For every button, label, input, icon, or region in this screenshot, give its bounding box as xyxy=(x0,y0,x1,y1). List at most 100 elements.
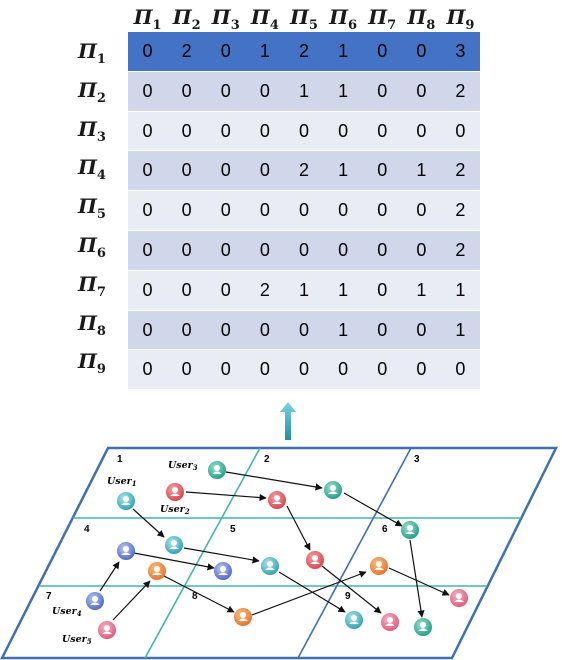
user-avatar-icon xyxy=(401,521,419,539)
matrix-cell: 0 xyxy=(455,120,466,141)
matrix-cell: 1 xyxy=(455,319,466,340)
matrix-cell: 0 xyxy=(416,359,427,380)
matrix-cell: 0 xyxy=(259,80,270,101)
matrix-cell: 0 xyxy=(298,239,309,260)
user-avatar-icon xyxy=(306,551,324,569)
user-avatar-icon xyxy=(381,613,399,631)
user-avatar-icon xyxy=(345,611,363,629)
matrix-cell: 0 xyxy=(181,80,192,101)
matrix-cell: 1 xyxy=(338,41,349,61)
matrix-cell: 0 xyxy=(142,279,153,300)
up-arrow-icon xyxy=(280,402,296,440)
user-avatar-icon xyxy=(208,461,226,479)
column-header: Π8 xyxy=(407,5,436,33)
row-header: Π6 xyxy=(78,233,106,261)
matrix-cell: 0 xyxy=(142,120,153,141)
matrix-cell: 2 xyxy=(181,41,192,61)
row-header: Π9 xyxy=(78,349,106,378)
matrix-cell: 0 xyxy=(338,239,349,260)
matrix-cell: 0 xyxy=(142,200,153,221)
column-header: Π1 xyxy=(133,5,162,33)
user-avatar-icon xyxy=(148,562,166,580)
matrix-cell: 0 xyxy=(181,279,192,300)
matrix-cell: 2 xyxy=(455,80,466,101)
row-header: Π3 xyxy=(78,116,106,145)
user-avatar-icon xyxy=(234,608,252,626)
matrix-cell: 0 xyxy=(259,319,270,340)
matrix-cell: 0 xyxy=(142,239,153,260)
user-avatar-icon xyxy=(117,492,135,510)
matrix-cell: 2 xyxy=(259,279,270,300)
matrix-cell: 0 xyxy=(416,120,427,141)
zone-number: 8 xyxy=(192,591,198,602)
user-avatar-icon xyxy=(165,536,183,554)
user-avatar-icon xyxy=(324,481,342,499)
user-avatar-icon xyxy=(98,621,116,639)
matrix-cell: 0 xyxy=(220,120,231,141)
matrix-cell: 0 xyxy=(220,200,231,221)
zone-number: 1 xyxy=(117,454,123,465)
matrix-cell: 0 xyxy=(220,41,231,61)
matrix-cell: 0 xyxy=(298,319,309,340)
map-frame xyxy=(0,446,559,660)
zone-number: 7 xyxy=(46,591,52,602)
user-avatar-icon xyxy=(261,557,279,575)
matrix-table: 0 2 0 1 2 1 0 0 3 0 0 0 0 1 1 0 0 2 0 0 0 0 0 0 0 0 0 0 0 0 0 2 1 0 1 2 0 0 0 0… xyxy=(128,32,480,391)
matrix-cell: 3 xyxy=(455,41,466,61)
matrix-cell: 0 xyxy=(298,200,309,221)
matrix-cell: 0 xyxy=(181,200,192,221)
matrix-cell: 0 xyxy=(298,120,309,141)
matrix-cell: 0 xyxy=(377,279,388,300)
matrix-cell: 1 xyxy=(338,279,349,300)
matrix-cell: 2 xyxy=(455,200,466,221)
user-avatar-icon xyxy=(166,483,184,501)
grid-line xyxy=(144,447,261,659)
user-label: User5 xyxy=(62,634,92,646)
matrix-cell: 0 xyxy=(377,239,388,260)
user-label: User1 xyxy=(107,476,137,488)
matrix-cell: 0 xyxy=(377,200,388,221)
column-header: Π4 xyxy=(250,5,279,33)
matrix-cell: 0 xyxy=(377,41,388,61)
matrix-cell: 0 xyxy=(416,80,427,101)
matrix-cell: 0 xyxy=(259,120,270,141)
matrix-cell: 0 xyxy=(142,160,153,181)
matrix-cell: 0 xyxy=(377,160,388,181)
matrix-cell: 1 xyxy=(338,319,349,340)
column-header: Π7 xyxy=(368,5,397,33)
matrix-cell: 0 xyxy=(338,120,349,141)
matrix-cell: 0 xyxy=(455,359,466,380)
user-avatar-icon xyxy=(214,562,232,580)
zone-number: 9 xyxy=(345,591,351,602)
user-avatar-icon xyxy=(414,618,432,636)
matrix-cell: 1 xyxy=(298,279,309,300)
user-avatar-icon xyxy=(450,589,468,607)
user-label: User4 xyxy=(52,606,82,618)
matrix-cell: 1 xyxy=(259,41,270,61)
matrix-cell: 0 xyxy=(259,200,270,221)
matrix-cell: 2 xyxy=(298,41,309,61)
matrix-cell: 0 xyxy=(259,359,270,380)
row-header: Π7 xyxy=(78,271,106,300)
matrix-cell: 2 xyxy=(455,160,466,181)
grid-line xyxy=(297,447,412,659)
row-header: Π2 xyxy=(78,77,106,106)
zone-number: 6 xyxy=(382,524,388,535)
matrix-cell: 1 xyxy=(455,279,466,300)
matrix-cell: 0 xyxy=(181,359,192,380)
zone-number: 5 xyxy=(230,524,236,535)
matrix-cell: 0 xyxy=(220,239,231,260)
user-avatar-icon xyxy=(86,592,104,610)
column-header: Π3 xyxy=(211,5,240,33)
zone-number: 4 xyxy=(84,524,90,535)
matrix-cell: 0 xyxy=(142,319,153,340)
